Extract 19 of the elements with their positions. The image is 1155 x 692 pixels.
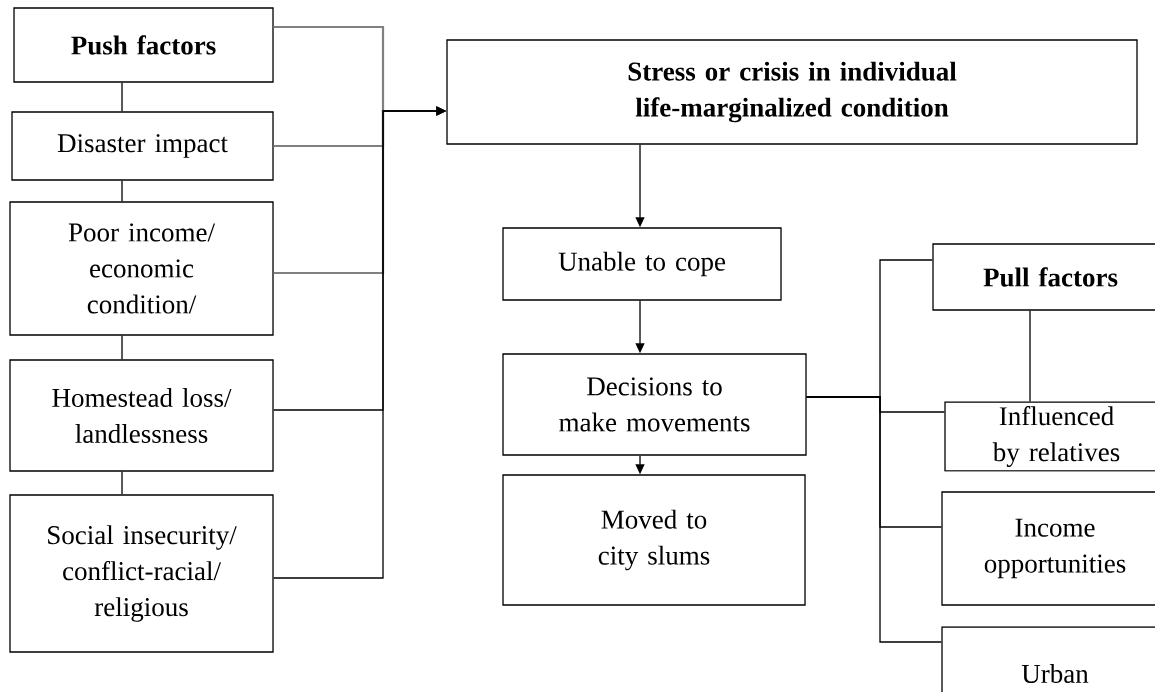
connector-line [121,82,123,112]
process-box: Decisions to make movements [502,353,807,456]
process-box: Influenced by relatives [944,401,1155,472]
heading-box: Stress or crisis in individual life-marginalized condition [446,39,1138,145]
process-box: Moved to city slums [502,474,806,606]
process-box: Disaster impact [11,111,274,181]
heading-box: Push factors [13,7,274,83]
process-box: Homestead loss/ landlessness [9,359,274,472]
process-box: Unable to cope [502,227,782,301]
process-box: Income opportunities [941,491,1155,606]
connector-line [121,335,123,360]
heading-box: Pull factors [932,243,1155,311]
connector-line [806,396,942,643]
connector-line [121,180,123,202]
process-box: Social insecurity/ conflict-racial/ religious [9,494,274,653]
connector-line [121,471,123,495]
process-box: Urban [941,626,1155,692]
process-box: Poor income/ economic condition/ [9,201,274,336]
connector-line [1029,310,1031,403]
